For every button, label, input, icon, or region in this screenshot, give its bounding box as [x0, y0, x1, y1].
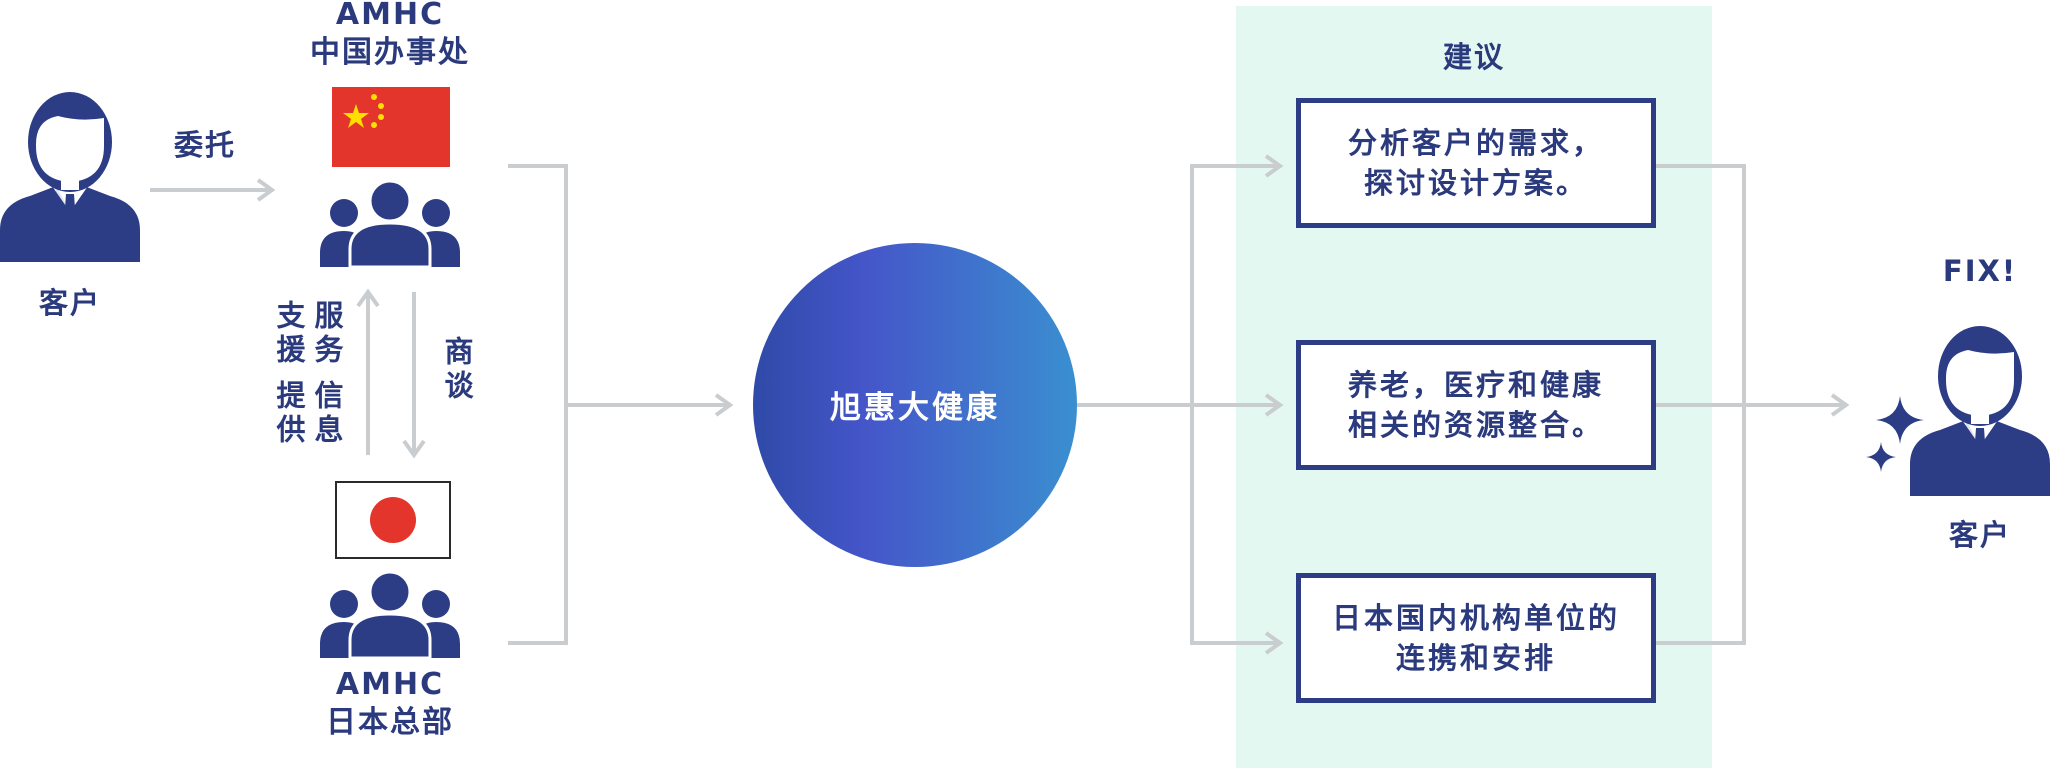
advice-item-2-line2: 相关的资源整合。	[1347, 408, 1604, 442]
advice-item-1-line1: 分析客户的需求，	[1347, 126, 1604, 160]
advice-item-1-line2: 探讨设计方案。	[1363, 166, 1588, 200]
sparkle-icon	[1866, 442, 1896, 472]
people-group-icon	[320, 570, 460, 658]
client-left-label: 客户	[38, 286, 101, 320]
japan-hq-line1: AMHC	[335, 667, 445, 702]
advice-item-2-line1: 养老，医疗和健康	[1347, 368, 1604, 402]
label-service-support: 服务支援	[272, 300, 344, 368]
center-label: 旭惠大健康	[830, 390, 1000, 426]
label-consult: 商谈	[440, 336, 474, 404]
china-office-title: AMHC 中国办事处	[290, 0, 490, 72]
client-right-label: 客户	[1948, 518, 2011, 552]
advice-item-2: 养老，医疗和健康 相关的资源整合。	[1296, 340, 1656, 470]
china-flag-icon	[332, 87, 450, 167]
advice-title: 建议	[1442, 40, 1505, 74]
advice-item-1: 分析客户的需求， 探讨设计方案。	[1296, 98, 1656, 228]
person-icon	[0, 92, 140, 262]
label-support-info: 信息提供 服务支援	[270, 300, 346, 460]
person-icon	[1910, 326, 2050, 496]
label-info-provide: 信息提供	[272, 380, 344, 448]
advice-item-3: 日本国内机构单位的 连携和安排	[1296, 573, 1656, 703]
merge-connector	[508, 164, 734, 645]
china-office-line2: 中国办事处	[310, 35, 470, 70]
japan-flag-icon	[335, 481, 451, 559]
sparkle-icon	[1876, 396, 1924, 444]
delegation-arrow	[150, 178, 276, 202]
advice-item-3-line1: 日本国内机构单位的	[1331, 601, 1620, 635]
result-connector	[1656, 164, 1850, 645]
split-connector	[1077, 154, 1284, 655]
japan-hq-line2: 日本总部	[326, 705, 454, 740]
vertical-arrow-up	[356, 288, 380, 455]
china-office-line1: AMHC	[335, 0, 445, 32]
japan-hq-title: AMHC 日本总部	[290, 666, 490, 742]
delegation-label: 委托	[173, 128, 236, 162]
center-circle	[753, 243, 1077, 567]
advice-item-3-line2: 连携和安排	[1395, 641, 1556, 675]
vertical-arrow-down	[402, 292, 426, 459]
people-group-icon	[320, 179, 460, 267]
fix-badge: FIX!	[1942, 254, 2018, 288]
